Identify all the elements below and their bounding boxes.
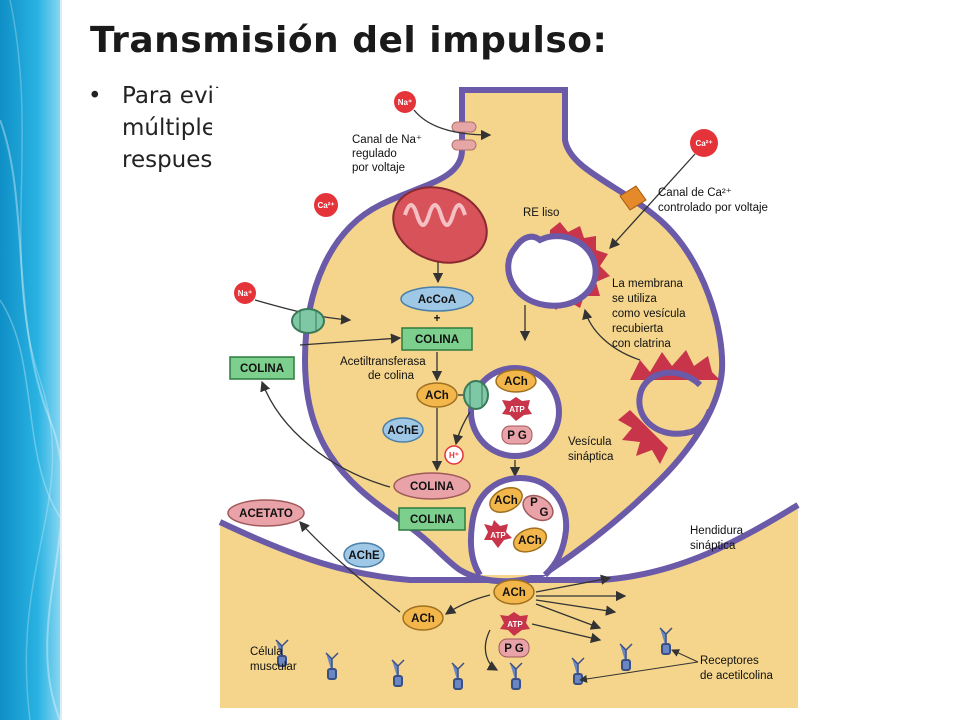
receptor-pore-markers [277, 643, 671, 690]
plus-sign: + [434, 313, 441, 325]
na-channel-top [451, 121, 477, 151]
muscle-cell-label-1: Célula [250, 646, 283, 658]
choline-left-label: COLINA [240, 363, 284, 375]
na-channel-label-3: por voltaje [352, 162, 405, 174]
re-liso-label: RE liso [523, 207, 559, 219]
pg-vesicle-label: P G [507, 430, 527, 442]
membrane-label-1: La membrana [612, 278, 684, 290]
vesicle-transporter [463, 380, 489, 410]
choline-box-lower [398, 507, 466, 531]
acetyltransferase-label-2: de colina [368, 370, 415, 382]
bullet-dot: • [88, 83, 102, 109]
membrane-label-2: se utiliza [612, 293, 657, 305]
h-ion [444, 445, 464, 465]
mitochondrion [392, 186, 488, 264]
choline-lower-label: COLINA [410, 514, 454, 526]
ach-released-label: ACh [502, 587, 526, 599]
h-ion-label: H⁺ [449, 451, 459, 460]
atp-released-label: ATP [507, 620, 523, 629]
na-channel-label-2: regulado [352, 148, 397, 160]
choline-inner-label: COLINA [415, 334, 459, 346]
na-ion-left [234, 282, 256, 304]
ach-vesicle-label: ACh [504, 376, 528, 388]
ache-cytoplasm [382, 417, 424, 443]
ach-released [493, 579, 535, 605]
smooth-er-vesicle [505, 222, 610, 310]
slide-decoration-band [0, 0, 62, 720]
membrane-label-3: como vesícula [612, 308, 686, 320]
fusing-vesicle [468, 474, 570, 578]
ca-ion-label: Ca²⁺ [695, 139, 712, 148]
vesicle-label-1: Vesícula [568, 436, 612, 448]
accoa-label: AcCoA [418, 294, 456, 306]
ach-hydrolysis-label: ACh [411, 613, 435, 625]
ache-cleft [343, 542, 385, 568]
atp-vesicle-label: ATP [509, 405, 525, 414]
cleft-label-2: sináptica [690, 540, 736, 552]
ca-channel-label-1: Canal de Ca²⁺ [658, 187, 732, 199]
acetate-molecule [227, 499, 305, 527]
choline-box-inner [401, 327, 473, 351]
na-ion-label: Na⁺ [398, 98, 412, 107]
ache-cytoplasm-label: AChE [387, 425, 419, 437]
acetyltransferase-label-1: Acetiltransferasa [340, 356, 426, 368]
ach-cytoplasm [416, 382, 458, 408]
slide-title: Transmisión del impulso: [90, 20, 608, 61]
atp-fusing-label: ATP [490, 531, 506, 540]
cleft-label-1: Hendidura [690, 525, 744, 537]
atp-released [500, 612, 530, 636]
g-fusing-label: G [540, 507, 549, 519]
acetate-label: ACETATO [239, 508, 293, 520]
choline-pink-label: COLINA [410, 481, 454, 493]
synaptic-vesicle [468, 365, 562, 459]
muscle-cell-label-2: muscular [250, 661, 297, 673]
ach-hydrolysis [402, 605, 444, 631]
ca-channel-label-2: controlado por voltaje [658, 202, 768, 214]
na-channel-label-1: Canal de Na⁺ [352, 134, 422, 146]
receptors-label-1: Receptores [700, 655, 759, 667]
vesicle-label-2: sináptica [568, 451, 614, 463]
ca-ion-left [314, 193, 338, 217]
ach-fusing-1-label: ACh [494, 495, 518, 507]
na-ion-top [394, 91, 416, 113]
ache-cleft-label: AChE [348, 550, 380, 562]
p-fusing-label: P [530, 497, 538, 509]
membrane-label-5: con clatrina [612, 338, 671, 350]
pg-released [498, 638, 530, 658]
receptors-label-2: de acetilcolina [700, 670, 773, 682]
pg-released-label: P G [504, 643, 524, 655]
membrane-label-4: recubierta [612, 323, 664, 335]
ca-ion-left-label: Ca²⁺ [317, 201, 334, 210]
bullet-line: múltiples [122, 115, 228, 141]
choline-transporter [291, 308, 325, 334]
ca-channel [619, 185, 647, 211]
accoa-molecule [400, 286, 474, 312]
choline-pink [393, 472, 471, 500]
ach-fusing-2-label: ACh [518, 535, 542, 547]
choline-box-left [229, 356, 295, 380]
muscle-cell [220, 505, 798, 708]
clathrin-coated-pit [618, 350, 720, 464]
na-ion-left-label: Na⁺ [238, 289, 252, 298]
ca-ion-right [690, 129, 718, 157]
ach-cytoplasm-label: ACh [425, 390, 449, 402]
